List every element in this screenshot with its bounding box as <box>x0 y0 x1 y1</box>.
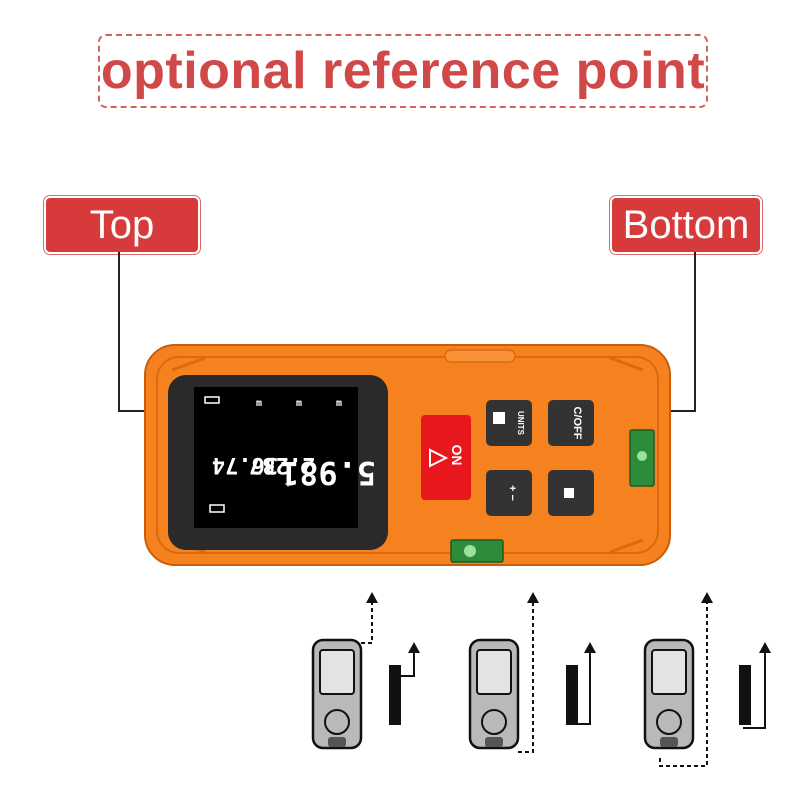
c-off-label: C/OFF <box>571 407 583 440</box>
units-label: UNITS <box>516 411 525 436</box>
c-off-button[interactable]: C/OFF <box>548 400 594 446</box>
lcd-unit-3: m <box>336 398 342 409</box>
on-button[interactable]: ON <box>421 415 471 500</box>
plus-minus-label: + − <box>506 485 518 501</box>
lcd-row3: 5.981 <box>280 454 376 492</box>
on-label: ON <box>449 445 465 466</box>
title-box: optional reference point <box>98 34 708 108</box>
top-leader-line <box>118 252 152 412</box>
arrow-up-icon <box>366 592 378 603</box>
svg-text:+: + <box>285 479 291 490</box>
page-title: optional reference point <box>100 42 706 100</box>
battery-icon <box>204 396 220 404</box>
warning-icon <box>429 448 449 468</box>
bottom-leader-line <box>662 252 696 412</box>
top-tag: Top <box>46 198 198 252</box>
reference-diagram-1 <box>311 592 420 750</box>
reference-button[interactable] <box>548 470 594 516</box>
dotted-guide <box>361 600 373 644</box>
plus-minus-button[interactable]: + − <box>486 470 532 516</box>
units-button[interactable]: UNITS <box>486 400 532 446</box>
lcd-row1: 36.74 <box>212 452 278 477</box>
lcd-unit-1: m <box>256 398 262 409</box>
reference-diagram-2 <box>468 592 596 753</box>
level-bubble-icon <box>450 429 655 563</box>
bottom-label: Bottom <box>622 202 750 247</box>
top-label: Top <box>89 202 155 247</box>
reference-diagram-3 <box>643 592 771 767</box>
bottom-tag: Bottom <box>612 198 760 252</box>
lcd-row2: 2.287 <box>249 452 315 477</box>
lcd-unit-2: m <box>296 398 302 409</box>
laser-meter: 36.74 2.287 5.981 m m m + ON UNITS <box>144 344 671 566</box>
